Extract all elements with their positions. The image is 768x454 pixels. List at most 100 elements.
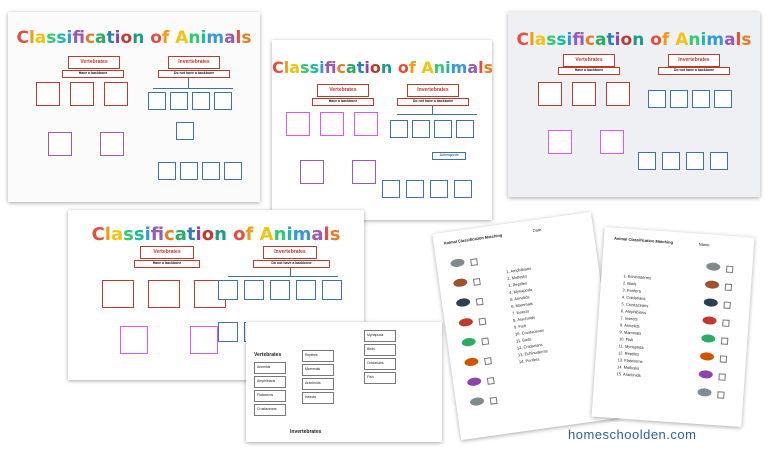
site-url[interactable]: homeschoolden.com bbox=[568, 427, 697, 442]
classification-card[interactable]: Insects bbox=[302, 392, 334, 404]
chart-box bbox=[202, 162, 220, 180]
chart-box bbox=[244, 280, 264, 300]
title-letter: f bbox=[150, 224, 165, 245]
chart-box bbox=[638, 152, 656, 170]
answer-box[interactable] bbox=[718, 373, 726, 381]
title-letter: l bbox=[104, 224, 111, 245]
title-letter: n bbox=[214, 224, 227, 245]
animal-picture bbox=[703, 298, 719, 308]
animal-picture bbox=[466, 376, 482, 387]
chart-box bbox=[454, 180, 472, 198]
title-letter: l bbox=[323, 224, 330, 245]
title-letter: l bbox=[735, 30, 742, 50]
title-letter: n bbox=[688, 30, 701, 50]
classification-card[interactable]: Reptiles bbox=[302, 350, 334, 362]
chart-box bbox=[48, 132, 72, 156]
sheet-title: Classification of Animals bbox=[272, 58, 492, 77]
title-letter: f bbox=[324, 58, 337, 77]
answer-box[interactable] bbox=[720, 337, 729, 345]
chart-box bbox=[354, 112, 378, 136]
animal-picture bbox=[699, 351, 715, 361]
chart-box bbox=[214, 92, 232, 110]
card-label: Birds bbox=[367, 347, 375, 351]
answer-box[interactable] bbox=[481, 337, 490, 346]
card-label: Fish bbox=[367, 375, 374, 379]
invertebrates-header: Invertebrates bbox=[668, 54, 720, 67]
answer-box[interactable] bbox=[484, 357, 492, 366]
classification-card[interactable]: Mammals bbox=[302, 364, 334, 376]
title-letter: o bbox=[233, 224, 246, 245]
title-letter: a bbox=[534, 30, 547, 50]
animal-picture bbox=[458, 317, 474, 328]
answer-box[interactable] bbox=[475, 297, 484, 306]
title-letter: a bbox=[311, 224, 324, 245]
answer-box[interactable] bbox=[472, 277, 481, 286]
animal-picture bbox=[455, 297, 471, 308]
title-letter: i bbox=[614, 30, 621, 50]
no-backbone-label: Do not have a backbone bbox=[658, 67, 730, 75]
title-letter: i bbox=[700, 30, 707, 50]
chart-box bbox=[104, 82, 128, 106]
backbone-label: Have a backbone bbox=[134, 260, 200, 268]
title-letter: m bbox=[450, 58, 468, 77]
answer-box[interactable] bbox=[719, 355, 728, 363]
chart-box bbox=[70, 82, 94, 106]
title-letter: a bbox=[224, 28, 236, 48]
chart-box bbox=[382, 180, 400, 198]
classification-card[interactable]: Amphibians bbox=[254, 376, 286, 388]
classification-card[interactable]: Crustaceans bbox=[254, 404, 286, 416]
title-letter: i bbox=[566, 30, 573, 50]
backbone-label: Have a backbone bbox=[312, 98, 374, 106]
classification-card[interactable]: Cnidarians bbox=[364, 358, 396, 370]
title-letter: i bbox=[319, 58, 325, 77]
title-letter: i bbox=[286, 224, 293, 245]
worksheet-title: Animal Classification Matching bbox=[443, 232, 503, 246]
card-label: Cnidarians bbox=[367, 361, 384, 365]
chart-box bbox=[714, 90, 732, 108]
chart-box bbox=[406, 180, 424, 198]
title-letter: s bbox=[241, 28, 252, 48]
vertebrates-header: Vertebrates bbox=[140, 246, 194, 259]
title-letter: l bbox=[28, 28, 35, 48]
chart-box bbox=[412, 120, 430, 138]
answer-box[interactable] bbox=[724, 283, 733, 292]
invertebrates-header: Invertebrates bbox=[407, 84, 459, 97]
title-letter: s bbox=[46, 28, 57, 48]
answer-box[interactable] bbox=[470, 258, 479, 267]
classification-card[interactable]: Birds bbox=[364, 344, 396, 356]
title-letter: l bbox=[528, 30, 535, 50]
classification-card[interactable]: Arachnids bbox=[302, 378, 334, 390]
classification-card[interactable]: Fish bbox=[364, 372, 396, 384]
title-letter: n bbox=[433, 58, 446, 77]
answer-box[interactable] bbox=[722, 319, 730, 327]
card-label: Crustaceans bbox=[257, 407, 277, 411]
answer-box[interactable] bbox=[723, 301, 731, 309]
no-backbone-label: Do not have a backbone bbox=[158, 70, 230, 78]
chart-box bbox=[352, 160, 376, 184]
no-backbone-label: Do not have a backbone bbox=[253, 260, 330, 268]
classification-card[interactable]: Annelids bbox=[254, 362, 286, 374]
card-label: Reptiles bbox=[305, 353, 318, 357]
chart-box bbox=[100, 132, 124, 156]
chart-sheet-3: Classification of Animals Vertebrates In… bbox=[508, 12, 760, 197]
chart-box bbox=[686, 152, 704, 170]
title-letter: s bbox=[546, 30, 557, 50]
title-letter: o bbox=[369, 58, 381, 77]
answer-box[interactable] bbox=[478, 317, 487, 326]
vertebrates-card-title: Vertebrates bbox=[254, 352, 282, 358]
chart-box bbox=[296, 280, 316, 300]
classification-card[interactable]: Flatworms bbox=[254, 390, 286, 402]
answer-box[interactable] bbox=[717, 391, 725, 399]
title-letter: f bbox=[661, 30, 670, 50]
animal-picture bbox=[698, 369, 714, 379]
date-label: Date: bbox=[532, 226, 543, 234]
animal-picture bbox=[463, 357, 479, 367]
title-letter: i bbox=[66, 28, 73, 48]
classification-card[interactable]: Myriapoda bbox=[364, 330, 396, 342]
answer-box[interactable] bbox=[725, 265, 734, 274]
answer-box[interactable] bbox=[489, 396, 498, 405]
answer-box[interactable] bbox=[486, 376, 495, 385]
title-letter: i bbox=[200, 28, 207, 48]
animal-picture bbox=[452, 277, 468, 288]
title-letter: c bbox=[336, 58, 346, 77]
